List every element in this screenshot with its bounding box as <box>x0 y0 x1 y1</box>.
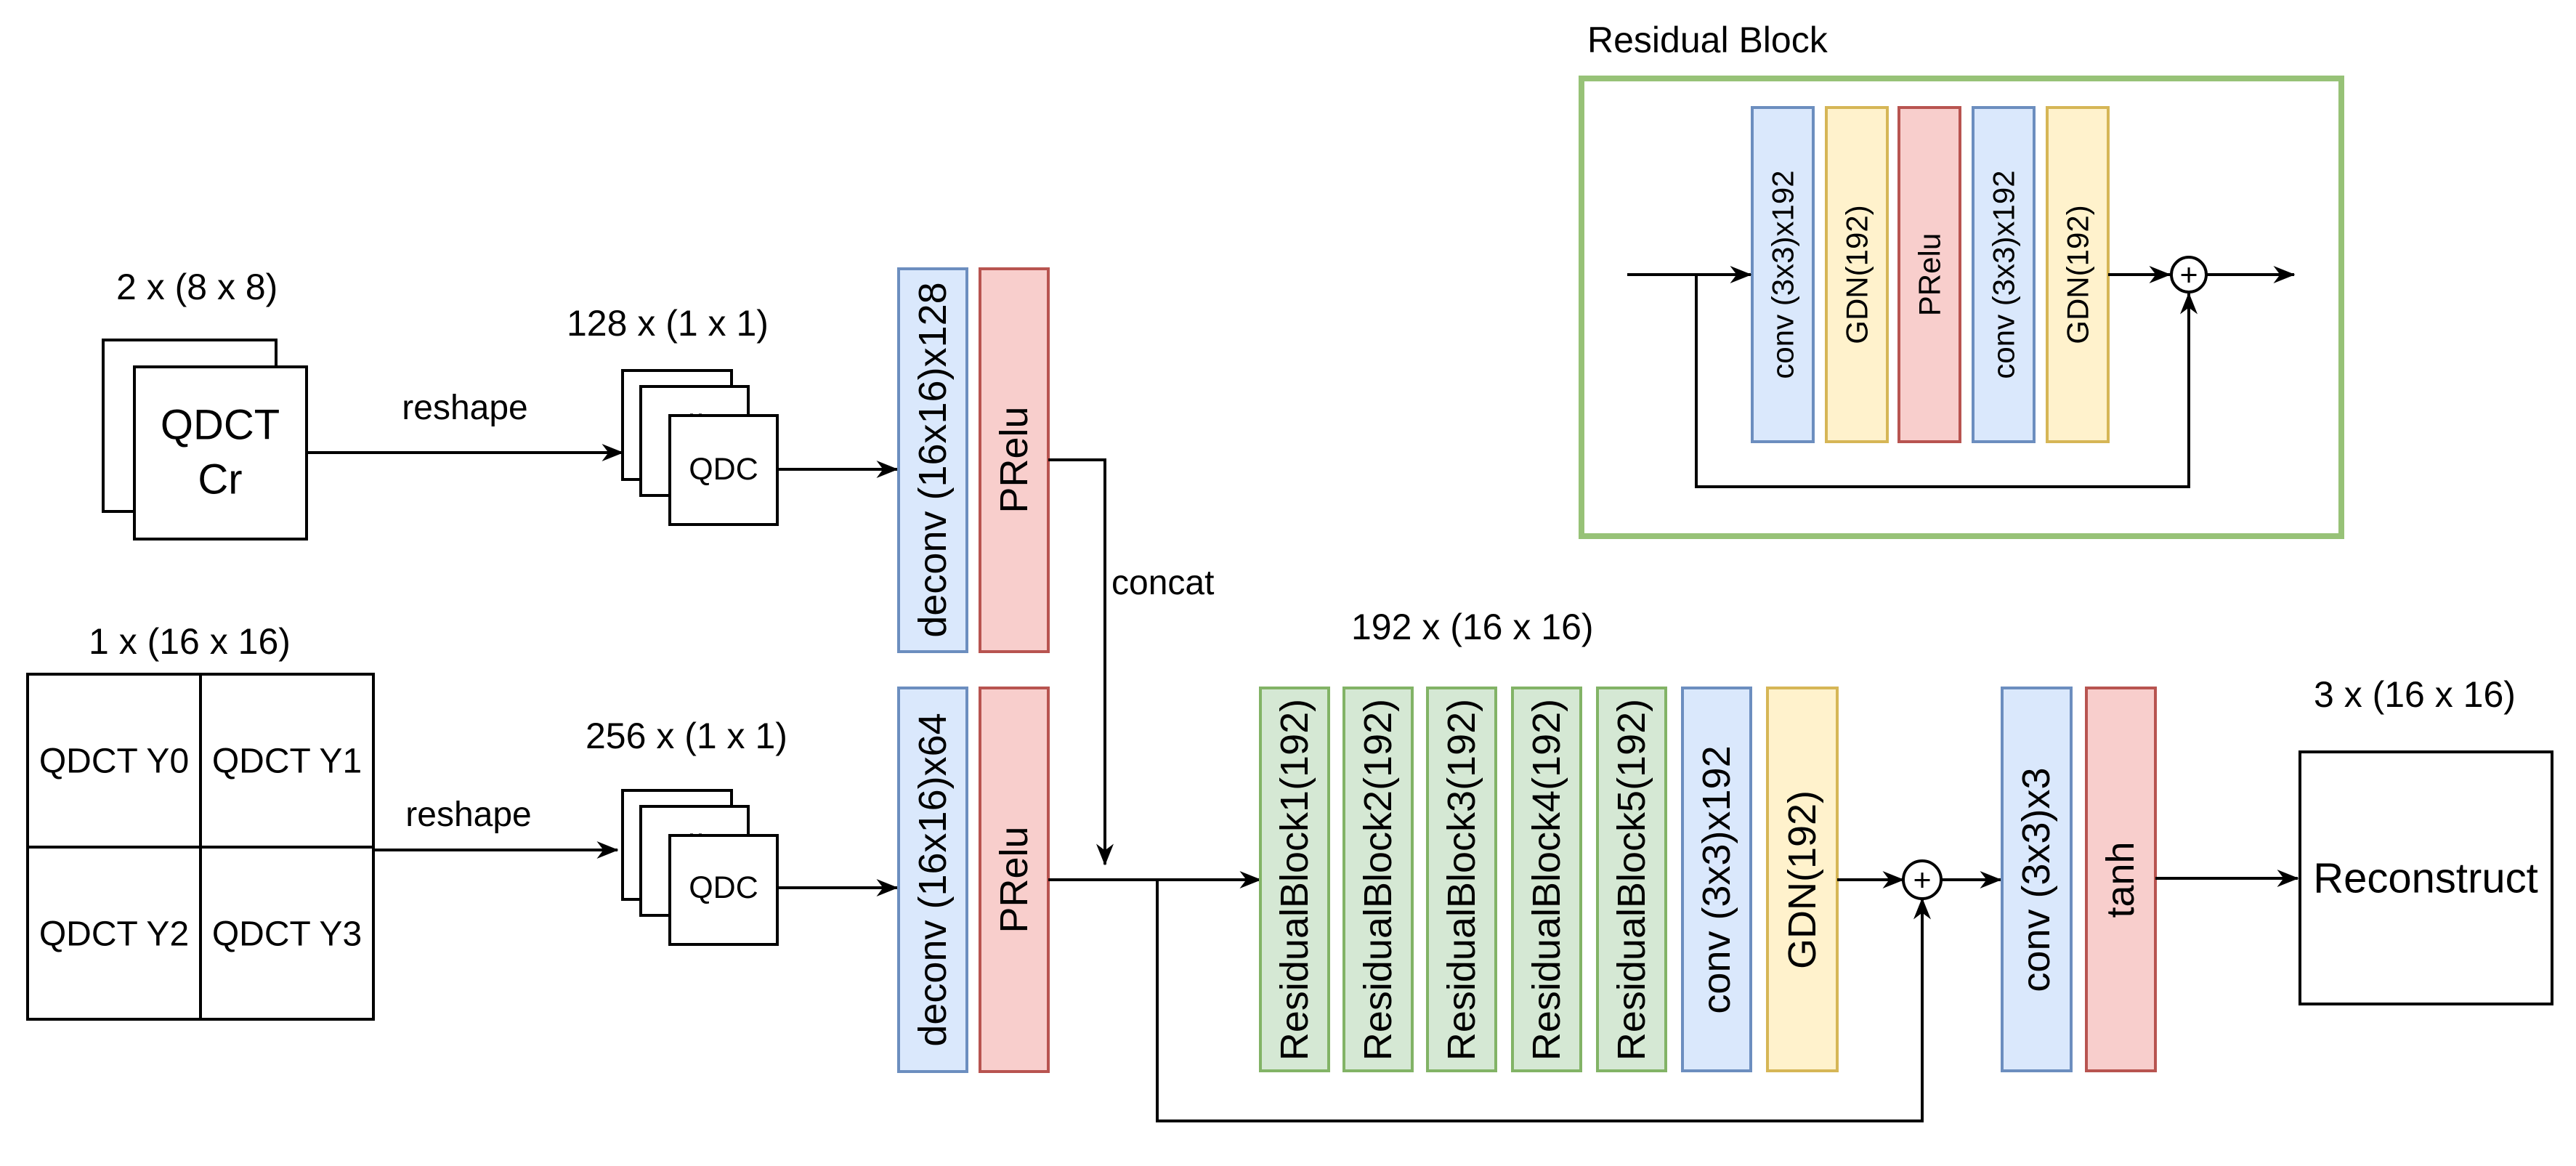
reconstruct-block: Reconstruct <box>2298 750 2553 1005</box>
conv192-block: conv (3x3)x192 <box>1681 687 1752 1072</box>
rb-conv1-block: conv (3x3)x192 <box>1751 106 1815 443</box>
deconv-y-block: deconv (16x16)x64 <box>897 687 968 1073</box>
svg-text:deconv (16x16)x64: deconv (16x16)x64 <box>911 713 955 1046</box>
residual-block-frame <box>1579 76 2344 539</box>
luma-input-shape-label: 1 x (16 x 16) <box>89 621 291 662</box>
gdn192-block: GDN(192) <box>1766 687 1839 1072</box>
luma-cell-y0: QDCT Y0 <box>39 742 189 781</box>
reshape-label-bottom: reshape <box>405 795 531 834</box>
prelu-y-block: PRelu <box>979 687 1050 1073</box>
y-qdc-stack: .. QDC <box>621 789 779 946</box>
chroma-input-shape-label: 2 x (8 x 8) <box>116 267 278 307</box>
svg-text:QDC: QDC <box>689 452 758 487</box>
rb-conv2-block: conv (3x3)x192 <box>1972 106 2036 443</box>
main-sum-node: + <box>1902 859 1943 900</box>
svg-text:Reconstruct: Reconstruct <box>2313 855 2537 902</box>
svg-text:tanh: tanh <box>2099 841 2142 918</box>
svg-text:conv (3x3)x192: conv (3x3)x192 <box>1695 745 1738 1013</box>
reshape-label-top: reshape <box>402 389 527 427</box>
svg-text:ResidualBlock2(192): ResidualBlock2(192) <box>1356 699 1400 1061</box>
luma-grid: QDCT Y0 QDCT Y1 QDCT Y2 QDCT Y3 <box>26 673 375 1021</box>
residual-block-3: ResidualBlock3(192) <box>1426 687 1497 1072</box>
svg-text:QDCT: QDCT <box>161 402 280 449</box>
concat-arrow <box>1048 458 1114 866</box>
rb-skip-line <box>1695 275 2198 488</box>
concat-label: concat <box>1111 564 1214 602</box>
svg-text:PRelu: PRelu <box>1913 233 1947 316</box>
svg-text:ResidualBlock1(192): ResidualBlock1(192) <box>1273 699 1316 1061</box>
residual-block-title: Residual Block <box>1587 20 1828 60</box>
luma-cell-y3: QDCT Y3 <box>212 915 362 954</box>
rb-prelu-block: PRelu <box>1897 106 1961 443</box>
svg-text:deconv (16x16)x128: deconv (16x16)x128 <box>911 282 955 637</box>
chroma-front-card: QDCT Cr <box>133 365 308 541</box>
residual-block-5: ResidualBlock5(192) <box>1596 687 1667 1072</box>
rb-gdn1-block: GDN(192) <box>1825 106 1889 443</box>
svg-text:+: + <box>2179 258 2198 293</box>
svg-text:ResidualBlock4(192): ResidualBlock4(192) <box>1525 699 1568 1061</box>
svg-text:QDC: QDC <box>689 870 758 905</box>
luma-cell-y1: QDCT Y1 <box>212 742 362 781</box>
svg-text:GDN(192): GDN(192) <box>2061 205 2095 344</box>
svg-text:ResidualBlock3(192): ResidualBlock3(192) <box>1440 699 1483 1061</box>
main-skip-line <box>1156 880 1931 1122</box>
prelu-cr-block: PRelu <box>979 267 1050 653</box>
svg-text:PRelu: PRelu <box>992 406 1036 513</box>
svg-text:ResidualBlock5(192): ResidualBlock5(192) <box>1610 699 1653 1061</box>
svg-text:Cr: Cr <box>198 456 242 503</box>
cr-qdc-stack: .. QDC <box>621 369 779 526</box>
y-shape-label: 256 x (1 x 1) <box>586 716 787 756</box>
conv3-block: conv (3x3)x3 <box>2001 687 2073 1072</box>
residual-block-2: ResidualBlock2(192) <box>1342 687 1414 1072</box>
deconv-cr-block: deconv (16x16)x128 <box>897 267 968 653</box>
svg-text:GDN(192): GDN(192) <box>1840 205 1874 344</box>
cr-shape-label: 128 x (1 x 1) <box>567 303 769 344</box>
residual-block-1: ResidualBlock1(192) <box>1259 687 1330 1072</box>
out-shape-label: 3 x (16 x 16) <box>2314 674 2516 715</box>
svg-text:PRelu: PRelu <box>992 826 1036 933</box>
tanh-block: tanh <box>2085 687 2157 1072</box>
mid-shape-label: 192 x (16 x 16) <box>1351 607 1594 647</box>
svg-text:GDN(192): GDN(192) <box>1781 790 1824 969</box>
luma-cell-y2: QDCT Y2 <box>39 915 189 954</box>
svg-text:conv (3x3)x192: conv (3x3)x192 <box>1987 170 2021 378</box>
svg-text:+: + <box>1913 863 1931 898</box>
svg-text:conv (3x3)x192: conv (3x3)x192 <box>1766 170 1800 378</box>
rb-sum-node: + <box>2170 256 2208 293</box>
rb-gdn2-block: GDN(192) <box>2046 106 2110 443</box>
residual-block-4: ResidualBlock4(192) <box>1511 687 1582 1072</box>
svg-text:conv (3x3)x3: conv (3x3)x3 <box>2014 767 2058 992</box>
